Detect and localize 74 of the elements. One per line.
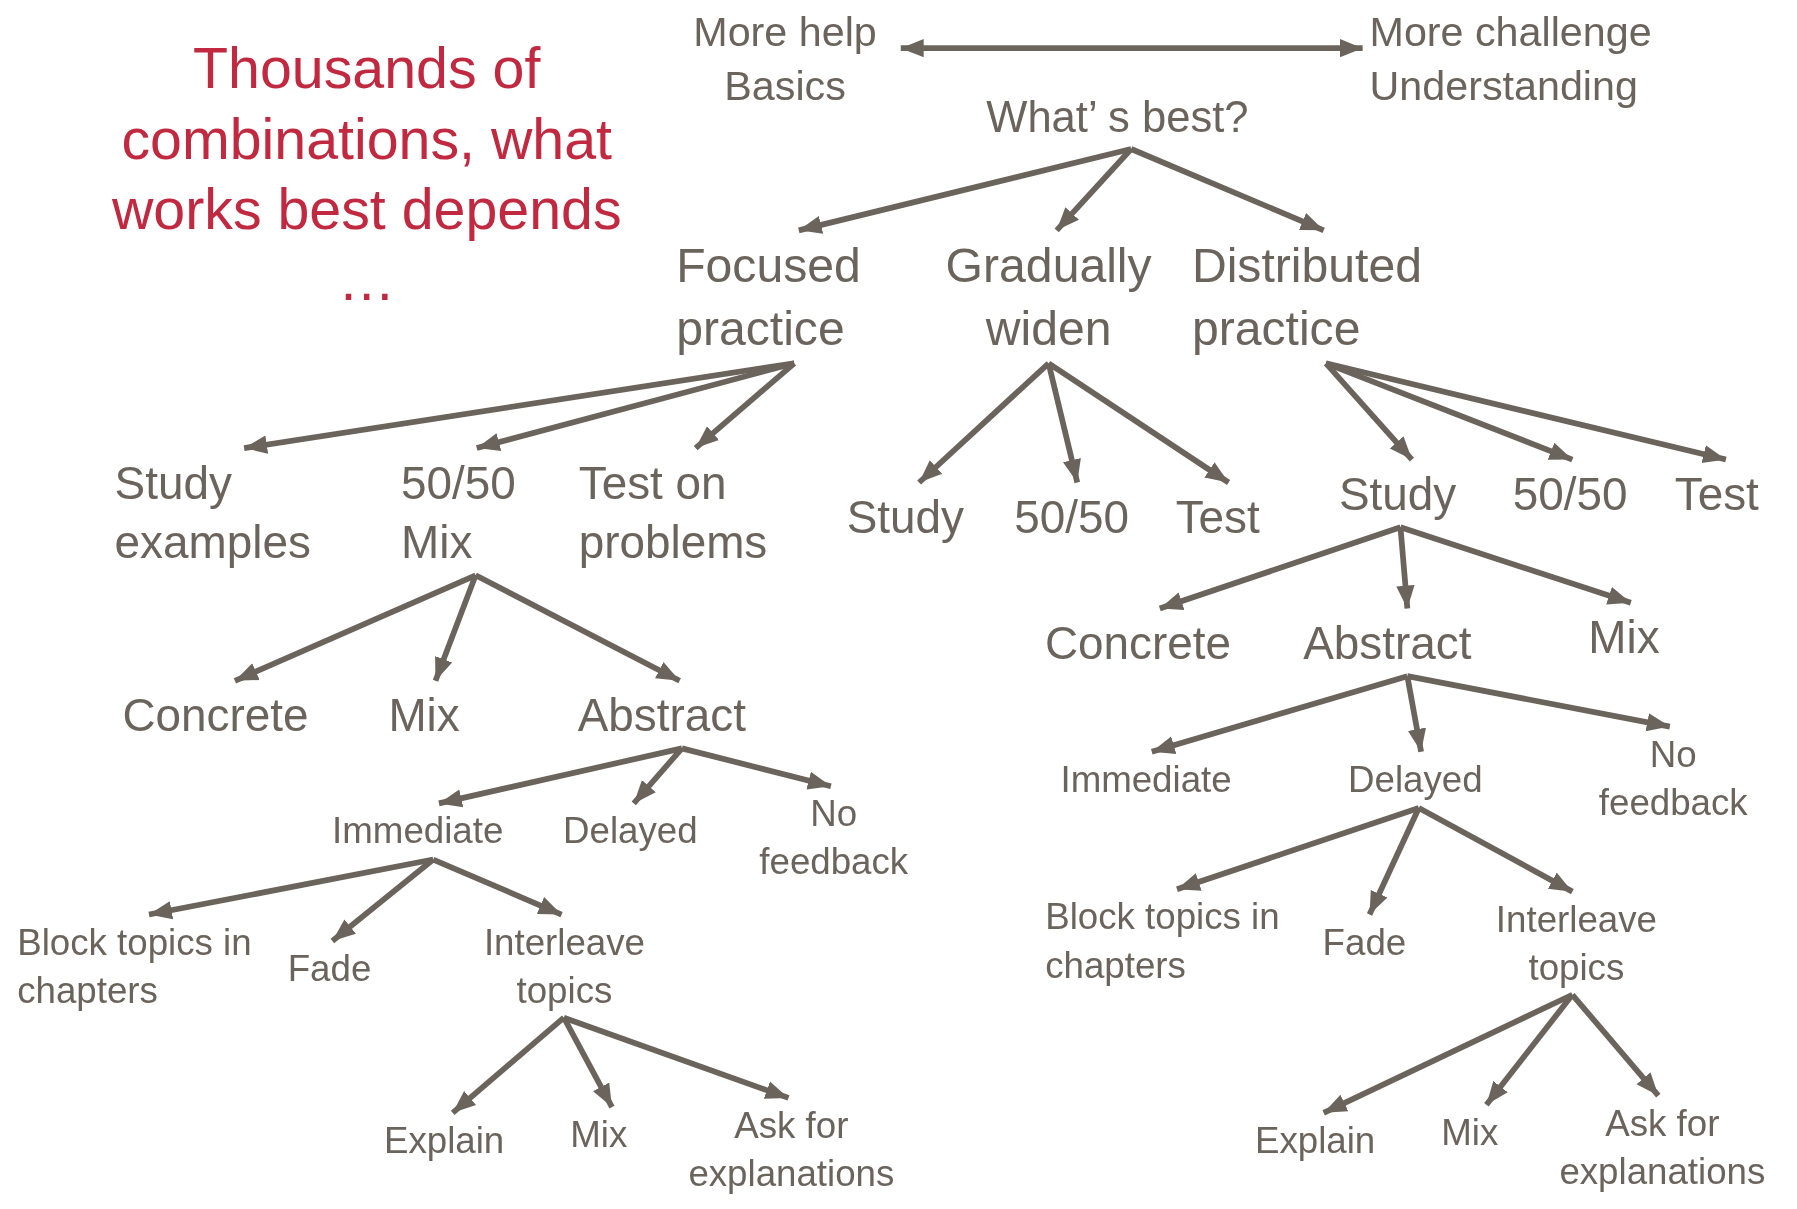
option-label: Concrete (1023, 613, 1253, 673)
option-label: Mix (1572, 607, 1676, 667)
option-label: Distributed practice (1191, 234, 1467, 361)
heading: Thousands of combinations, what works best depends … (110, 35, 623, 315)
option-label: Concrete (100, 685, 331, 745)
arrow (1406, 673, 1671, 732)
option-label: Focused practice (676, 234, 900, 361)
arrow (432, 856, 563, 918)
arrow (1130, 146, 1325, 233)
option-label: Study examples (114, 452, 361, 572)
option-label: 50/50 Mix (401, 452, 551, 572)
option-label: Mix (555, 1111, 642, 1160)
option-label: Immediate (1037, 756, 1255, 805)
arrow (900, 38, 1363, 58)
arrow (474, 572, 681, 684)
arrow (438, 745, 683, 808)
arrow (693, 361, 797, 451)
option-label: Immediate (311, 807, 524, 856)
option-label: Gradually widen (928, 234, 1169, 361)
option-label: What’ s best? (951, 89, 1284, 146)
option-label: Study (1320, 464, 1475, 524)
arrow (432, 574, 479, 682)
option-label: Mix (372, 685, 476, 745)
arrow (233, 572, 477, 684)
arrow (476, 360, 795, 452)
option-label: More challenge Understanding (1369, 5, 1714, 113)
option-label: Block topics in chapters (17, 919, 276, 1015)
option-label: Ask for explanations (1533, 1100, 1792, 1196)
option-label: Test (1659, 464, 1775, 524)
arrow (1325, 360, 1727, 464)
option-label: 50/50 (997, 487, 1147, 547)
arrow (562, 1015, 790, 1101)
arrow (330, 857, 435, 944)
arrow (631, 746, 685, 806)
option-label: Fade (275, 945, 384, 994)
arrow (1045, 362, 1081, 484)
arrow (1158, 524, 1402, 612)
arrow (1150, 673, 1409, 755)
option-label: Delayed (1329, 756, 1502, 805)
option-label: Test (1157, 487, 1278, 547)
option-label: No feedback (1575, 731, 1771, 827)
option-label: Explain (366, 1117, 522, 1166)
arrow (148, 856, 434, 920)
arrow (243, 360, 795, 454)
option-label: Abstract (561, 685, 763, 745)
arrow (1399, 524, 1632, 606)
arrow (917, 361, 1051, 485)
arrow (1417, 805, 1574, 895)
option-label: Interleave topics (1470, 896, 1683, 992)
arrow (1047, 360, 1231, 485)
option-label: Block topics in chapters (1045, 893, 1298, 990)
arrow (1570, 992, 1661, 1098)
option-label: Study (830, 487, 980, 547)
option-label: Delayed (544, 807, 717, 856)
arrow (1322, 992, 1574, 1116)
option-label: More help Basics (676, 5, 894, 113)
arrow (1176, 805, 1420, 893)
option-label: No feedback (739, 790, 929, 887)
option-label: Mix (1426, 1109, 1513, 1158)
option-label: Explain (1237, 1117, 1393, 1166)
arrow (1404, 675, 1426, 753)
arrow (1366, 806, 1422, 916)
arrow (450, 1015, 566, 1115)
arrow (681, 745, 832, 790)
option-label: Interleave topics (458, 919, 671, 1015)
arrow (1396, 526, 1415, 609)
arrow (798, 146, 1132, 234)
option-label: Test on problems (578, 452, 814, 572)
arrow (561, 1016, 615, 1109)
option-label: Abstract (1287, 613, 1488, 673)
option-label: Ask for explanations (662, 1102, 921, 1198)
arrow (1484, 993, 1575, 1107)
option-label: Fade (1309, 919, 1419, 967)
option-label: 50/50 (1495, 464, 1645, 524)
